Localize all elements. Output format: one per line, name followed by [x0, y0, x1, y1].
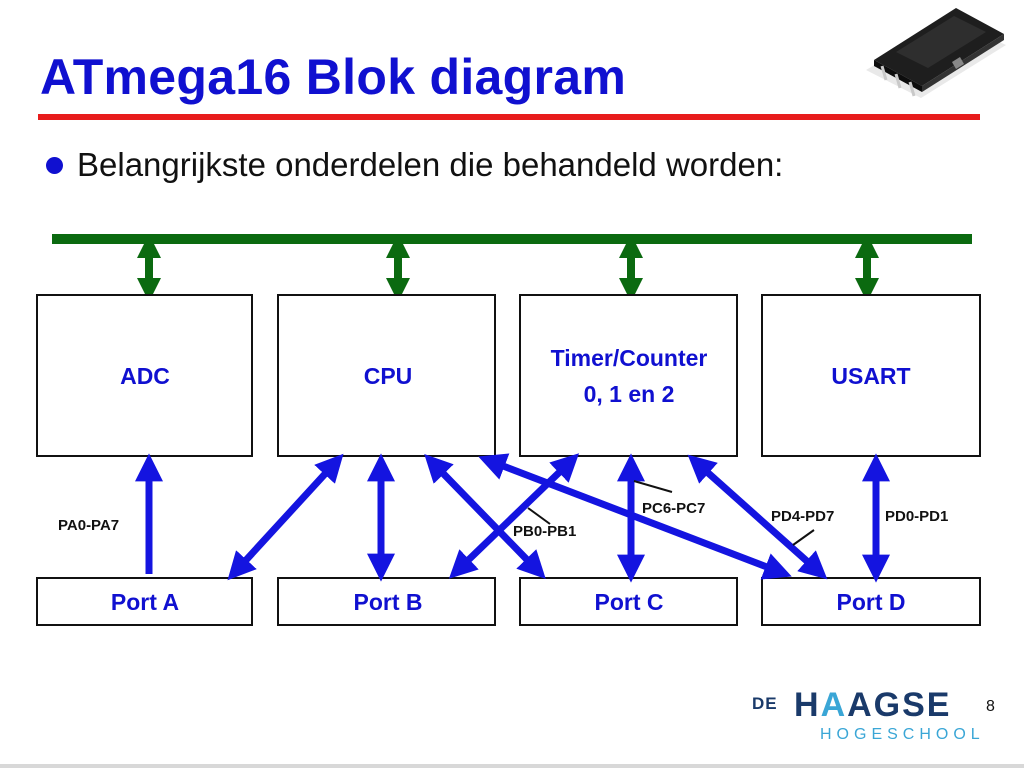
logo-de: DE	[752, 694, 778, 713]
page-title: ATmega16 Blok diagram	[40, 49, 627, 105]
logo-main-rest: AGSE	[847, 686, 952, 724]
pin-label-pb: PB0-PB1	[513, 523, 576, 540]
arrow-timer-portb	[448, 453, 580, 579]
arrow-cpu-portd	[478, 453, 792, 580]
logo-main-accent: A	[820, 686, 848, 724]
title-underline	[38, 114, 980, 120]
port-b: Port B	[277, 577, 496, 626]
block-usart-label: USART	[831, 363, 910, 389]
bullet-text: Belangrijkste onderdelen die behandeld w…	[77, 146, 784, 183]
haagse-hogeschool-logo: DE HAAGSE HOGESCHOOL	[752, 686, 992, 748]
port-a-label: Port A	[111, 589, 179, 615]
port-d: Port D	[761, 577, 981, 626]
footer-bar	[0, 764, 1024, 768]
leader-pc	[633, 480, 673, 493]
arrow-cpu-porta	[227, 453, 344, 581]
logo-main: HAAGSE	[794, 686, 951, 725]
block-timer-label-line2: 0, 1 en 2	[584, 381, 675, 407]
block-timer-label-line1: Timer/Counter	[551, 345, 708, 371]
chip-photo-icon	[866, 8, 1006, 98]
bullet-item: Belangrijkste onderdelen die behandeld w…	[46, 146, 783, 184]
leader-pb	[527, 507, 551, 525]
port-c-label: Port C	[595, 589, 664, 615]
block-adc-label: ADC	[120, 363, 170, 389]
pin-label-pd01: PD0-PD1	[885, 508, 948, 525]
pin-label-pc: PC6-PC7	[642, 500, 705, 517]
bullet-dot-icon	[46, 156, 63, 174]
block-usart: USART	[761, 294, 981, 457]
port-c: Port C	[519, 577, 738, 626]
logo-main-prefix: H	[794, 686, 821, 724]
arrow-usart-portd-diagonal	[687, 454, 828, 580]
logo-sub: HOGESCHOOL	[820, 726, 985, 743]
arrow-cpu-portc	[424, 453, 546, 580]
port-d-label: Port D	[837, 589, 906, 615]
block-timer-counter: Timer/Counter 0, 1 en 2	[519, 294, 738, 457]
leader-pd	[792, 529, 815, 546]
page-number: 8	[986, 698, 995, 715]
block-cpu-label: CPU	[364, 363, 413, 389]
block-adc: ADC	[36, 294, 253, 457]
port-b-label: Port B	[354, 589, 423, 615]
pin-label-pd47: PD4-PD7	[771, 508, 834, 525]
block-cpu: CPU	[277, 294, 496, 457]
pin-label-pa: PA0-PA7	[58, 517, 119, 534]
port-a: Port A	[36, 577, 253, 626]
